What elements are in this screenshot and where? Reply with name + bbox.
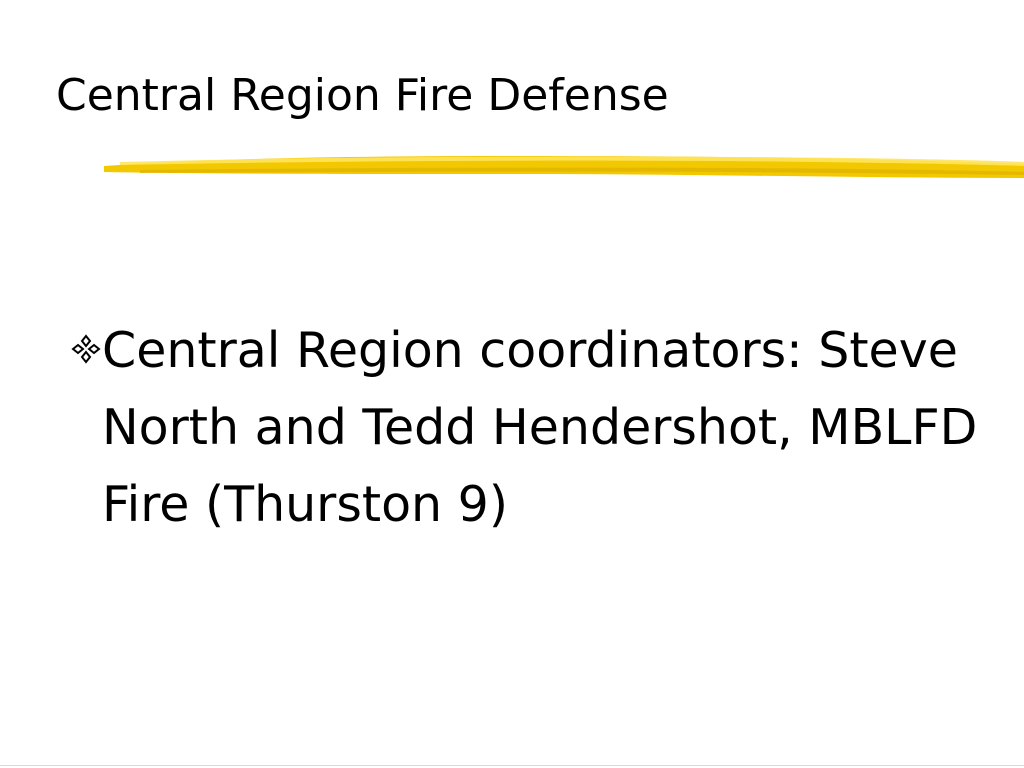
yellow-brush-stroke-divider [104, 156, 1024, 178]
bullet-list: Central Region coordinators: Steve North… [70, 312, 1010, 543]
four-diamond-bullet-icon [71, 334, 101, 364]
bullet-text: Central Region coordinators: Steve North… [102, 322, 978, 533]
bullet-item: Central Region coordinators: Steve North… [70, 312, 1010, 543]
bottom-edge-line [0, 765, 1024, 766]
slide-title: Central Region Fire Defense [56, 70, 669, 121]
